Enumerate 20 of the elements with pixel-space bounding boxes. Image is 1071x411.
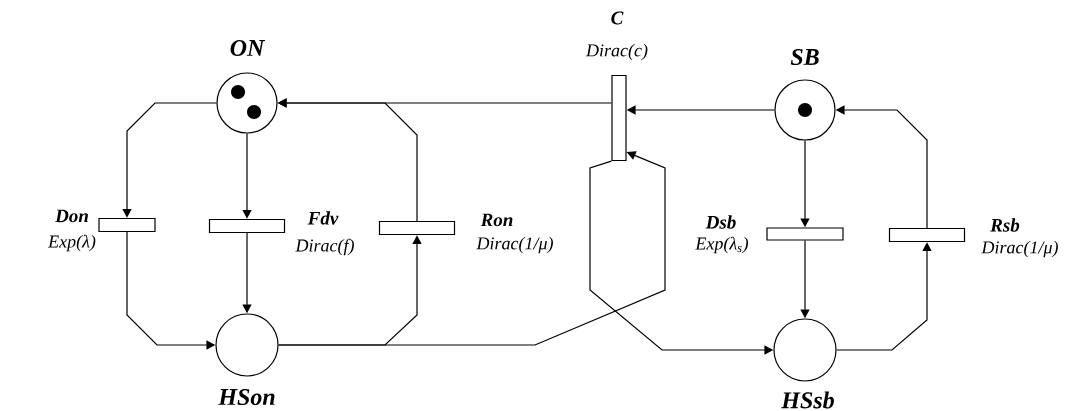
- arrow: [278, 151, 666, 346]
- delay-label: Dirac(c): [585, 43, 648, 61]
- delay-label: Dirac(1/μ): [981, 240, 1058, 258]
- delay-label: Dirac(1/μ): [476, 236, 553, 254]
- transition-name: Rsb: [990, 218, 1020, 232]
- transition-name: Don: [55, 209, 88, 223]
- transition-name: Ron: [480, 213, 513, 227]
- place-name: SB: [790, 48, 819, 66]
- place-name: HSon: [218, 388, 275, 406]
- place-name: ON: [230, 39, 266, 57]
- delay-label: Exp(λ): [47, 234, 96, 252]
- delay-label: Exp(λ$_{s}$): [695, 236, 749, 254]
- transition-name: C: [611, 11, 624, 25]
- delay-label: Dirac(f): [295, 238, 354, 256]
- arrow: [836, 242, 932, 351]
- arrow: [122, 102, 217, 218]
- place-name: HSsb: [781, 391, 834, 409]
- transition-name: Fdv: [307, 211, 339, 225]
- arrow: [242, 133, 252, 219]
- transition-name: Dsb: [705, 215, 736, 229]
